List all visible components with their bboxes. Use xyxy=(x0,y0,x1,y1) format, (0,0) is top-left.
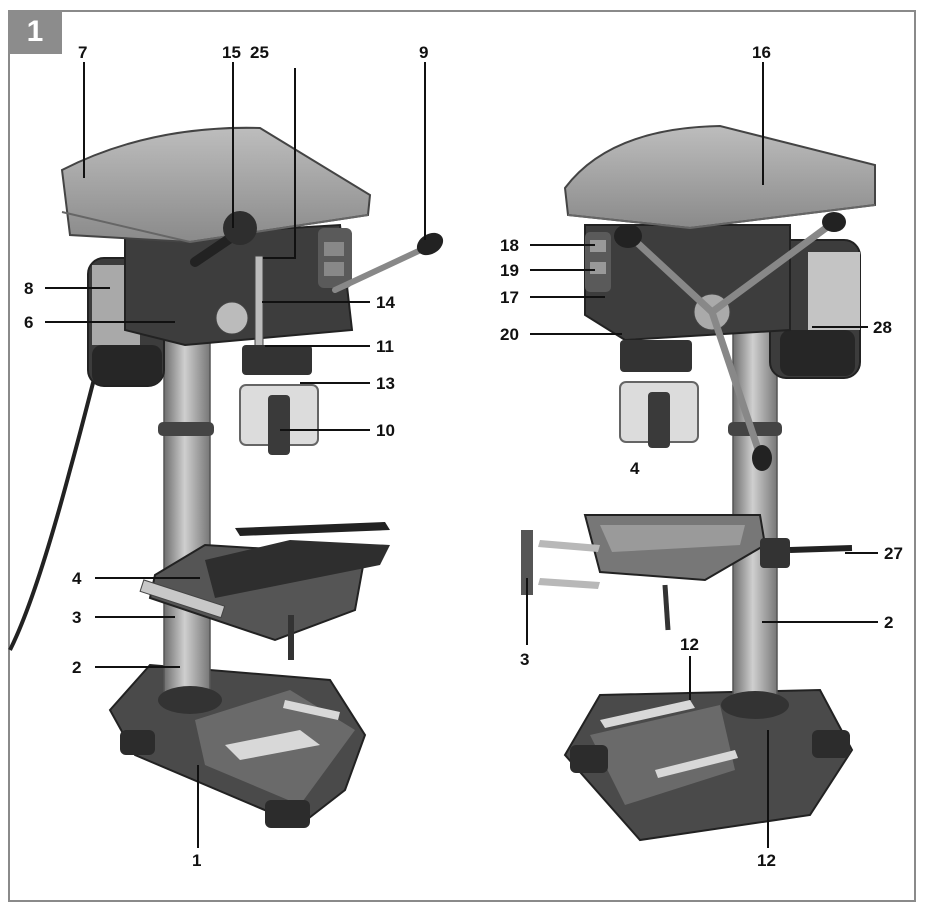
callout-19: 19 xyxy=(500,261,519,280)
callout-20: 20 xyxy=(500,325,519,344)
callout-7: 7 xyxy=(78,43,88,62)
callout-3-right: 3 xyxy=(520,650,530,669)
callout-18: 18 xyxy=(500,236,519,255)
callout-6: 6 xyxy=(24,313,34,332)
callout-11: 11 xyxy=(376,337,394,356)
figure-frame xyxy=(8,10,916,902)
right-belt-cover xyxy=(563,124,876,230)
callout-3-left: 3 xyxy=(72,608,82,627)
figure-number-tab: 1 xyxy=(8,10,62,54)
right-drill-press xyxy=(521,124,876,842)
callout-10: 10 xyxy=(376,421,395,440)
callout-4-right: 4 xyxy=(630,459,640,478)
callout-8: 8 xyxy=(24,279,34,298)
callout-4-left: 4 xyxy=(72,569,82,588)
callout-15: 15 xyxy=(222,43,241,62)
callout-14: 14 xyxy=(376,293,395,312)
right-head-body xyxy=(584,224,791,342)
leader-25 xyxy=(263,68,296,259)
callout-16: 16 xyxy=(752,43,771,62)
callout-2-left: 2 xyxy=(72,658,82,677)
callout-17: 17 xyxy=(500,288,519,307)
callout-1: 1 xyxy=(192,851,202,870)
callout-13: 13 xyxy=(376,374,395,393)
callout-25: 25 xyxy=(250,43,269,62)
left-belt-cover xyxy=(60,126,372,244)
left-drill-press xyxy=(8,126,444,828)
callout-9: 9 xyxy=(419,43,429,62)
left-column xyxy=(163,329,211,701)
leader-lines xyxy=(45,62,878,848)
right-column xyxy=(732,319,778,706)
callout-28: 28 xyxy=(873,318,892,337)
callout-27: 27 xyxy=(884,544,903,563)
callout-12-bottom: 12 xyxy=(757,851,776,870)
callout-12-top: 12 xyxy=(680,635,699,654)
callout-2-right: 2 xyxy=(884,613,894,632)
